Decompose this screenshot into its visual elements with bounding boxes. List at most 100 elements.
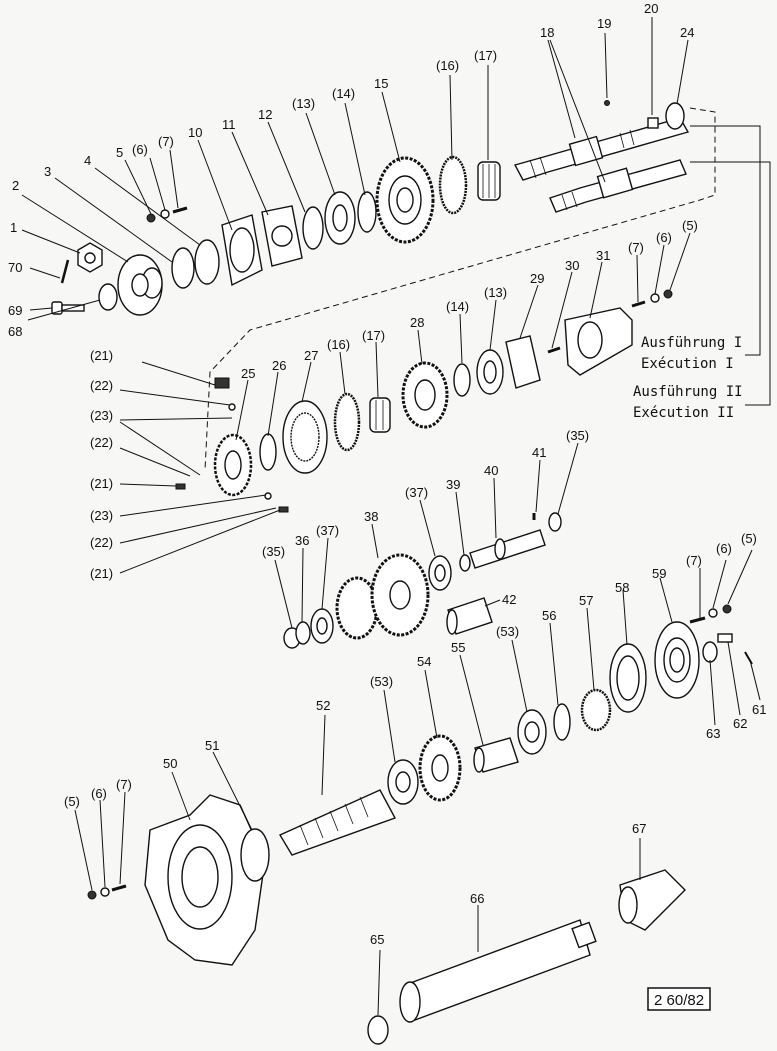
callout-5b: (5) xyxy=(682,218,698,233)
version-1-german: Ausführung I xyxy=(641,335,742,351)
callout-69: 69 xyxy=(8,303,22,318)
spacer-tube-part xyxy=(473,737,519,773)
callout-6c: (6) xyxy=(716,541,732,556)
callout-62: 62 xyxy=(733,716,747,731)
flange-part xyxy=(117,254,163,316)
small-nut-part xyxy=(722,604,732,614)
callout-31: 31 xyxy=(596,248,610,263)
needle-bearing-part xyxy=(369,397,391,433)
callout-labels: 1 2 3 4 5 (6) (7) 10 11 12 (13) (14) 15 … xyxy=(8,1,766,947)
version-1-french: Exécution I xyxy=(641,356,734,372)
countershaft-part xyxy=(469,529,546,569)
plug-part xyxy=(647,117,659,129)
detent-spring-part xyxy=(214,377,230,389)
callout-7d: (7) xyxy=(116,777,132,792)
callout-6d: (6) xyxy=(91,786,107,801)
callout-39: 39 xyxy=(446,477,460,492)
callout-5c: (5) xyxy=(741,531,757,546)
drive-hub-part xyxy=(580,688,612,732)
bearing-part xyxy=(387,759,419,805)
cluster-gear-part xyxy=(335,553,430,640)
small-nut-part xyxy=(87,890,97,900)
bearing-part xyxy=(517,709,547,755)
callout-23: (23) xyxy=(90,508,113,523)
stud-part xyxy=(111,884,127,892)
thrust-washer-part xyxy=(295,621,311,645)
detent-spring-part xyxy=(175,483,186,490)
callout-16b: (16) xyxy=(327,337,350,352)
callout-11: 11 xyxy=(222,117,236,132)
callout-21: (21) xyxy=(90,476,113,491)
callout-36: 36 xyxy=(295,533,309,548)
gasket-hole xyxy=(271,225,293,247)
callout-5d: (5) xyxy=(64,794,80,809)
spacer-part xyxy=(459,554,471,572)
callout-17: (17) xyxy=(474,48,497,63)
callout-59: 59 xyxy=(652,566,666,581)
dowel-pin-part xyxy=(547,346,561,354)
needle-bearing-part xyxy=(477,161,501,201)
callout-14: (14) xyxy=(332,86,355,101)
callout-17b: (17) xyxy=(362,328,385,343)
snap-ring-part xyxy=(259,433,277,471)
callout-37b: (37) xyxy=(405,485,428,500)
callout-27: 27 xyxy=(304,348,318,363)
spacer-tube-part xyxy=(446,597,493,635)
small-nut-part xyxy=(663,289,673,299)
callout-68: 68 xyxy=(8,324,22,339)
stud-part xyxy=(689,616,706,624)
output-shaft-version-1 xyxy=(513,117,690,181)
callout-57: 57 xyxy=(579,593,593,608)
small-washer-part xyxy=(650,293,660,303)
leader-lines xyxy=(21,17,761,1016)
callout-13: (13) xyxy=(292,96,315,111)
callout-70: 70 xyxy=(8,260,22,275)
callout-37: (37) xyxy=(316,523,339,538)
coupling-sleeve-part xyxy=(618,869,686,931)
seal-ring-part xyxy=(171,247,195,289)
callout-26: 26 xyxy=(272,358,286,373)
pin-part xyxy=(60,259,70,284)
callout-22: (22) xyxy=(90,435,113,450)
snap-ring-part xyxy=(548,512,562,532)
callout-22: (22) xyxy=(90,535,113,550)
callout-61: 61 xyxy=(752,702,766,717)
callout-20: 20 xyxy=(644,1,658,16)
callout-54: 54 xyxy=(417,654,431,669)
callout-67: 67 xyxy=(632,821,646,836)
lock-plate-part xyxy=(702,641,718,663)
detent-ball-part xyxy=(228,403,236,411)
callout-52: 52 xyxy=(316,698,330,713)
callout-42: 42 xyxy=(502,592,516,607)
gear-part xyxy=(418,734,462,802)
detent-spring-part xyxy=(278,506,289,513)
callout-29: 29 xyxy=(530,271,544,286)
front-housing-cover-part xyxy=(144,794,266,966)
bearing-part xyxy=(324,191,356,245)
synchro-ring-part xyxy=(438,155,468,215)
small-nut-part xyxy=(146,213,156,223)
callout-63: 63 xyxy=(706,726,720,741)
callout-23: (23) xyxy=(90,408,113,423)
callout-65: 65 xyxy=(370,932,384,947)
thrust-washer-part xyxy=(453,363,471,397)
version-1-bracket xyxy=(690,125,761,356)
bolt-part xyxy=(717,633,733,643)
callout-21: (21) xyxy=(90,566,113,581)
callout-22: (22) xyxy=(90,378,113,393)
callout-19: 19 xyxy=(597,16,611,31)
version-2-german: Ausführung II xyxy=(633,384,743,400)
snap-ring-part xyxy=(302,206,324,250)
callout-6b: (6) xyxy=(656,230,672,245)
tapered-bearing-part xyxy=(310,608,334,644)
callout-3: 3 xyxy=(44,164,51,179)
callout-21: (21) xyxy=(90,348,113,363)
small-washer-part xyxy=(100,887,110,897)
callout-16: (16) xyxy=(436,58,459,73)
nut-part xyxy=(77,242,103,273)
callout-35b: (35) xyxy=(566,428,589,443)
callout-28: 28 xyxy=(410,315,424,330)
callout-40: 40 xyxy=(484,463,498,478)
callout-1: 1 xyxy=(10,220,17,235)
